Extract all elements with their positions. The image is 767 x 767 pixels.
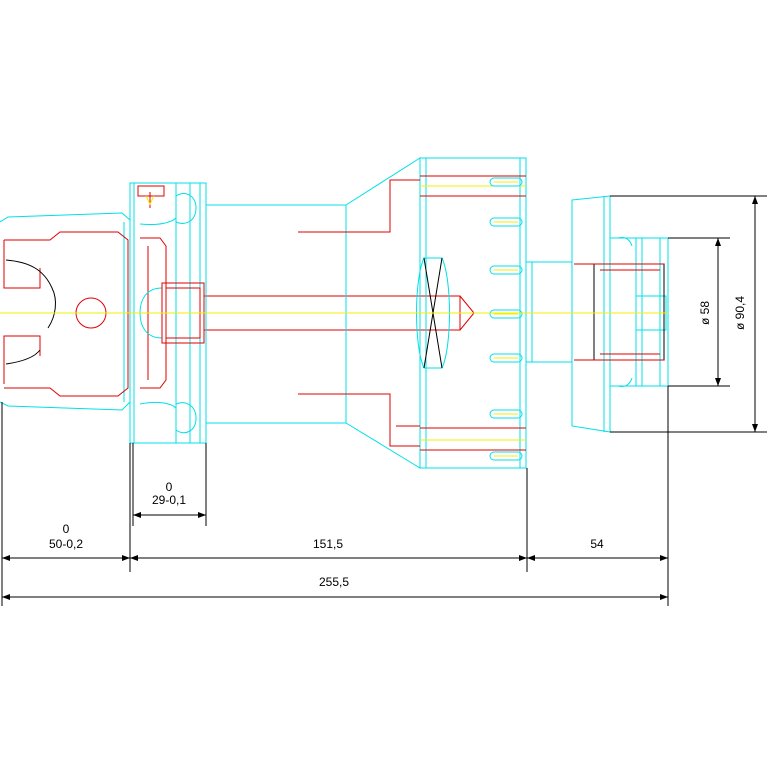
tol-flange-upper: 0 (166, 480, 173, 494)
length-total: 255,5 (319, 575, 349, 589)
nose-piece (525, 195, 669, 433)
diameter-inner: ø 58 (698, 301, 712, 325)
length-nose: 54 (590, 537, 604, 551)
dimension-diameter-inner: ø 58 (668, 237, 730, 387)
diameter-outer: ø 90,4 (733, 296, 747, 330)
length-body: 151,5 (313, 537, 343, 551)
taper-shank (0, 212, 167, 411)
dimension-row-segments: 0 50-0,2 151,5 54 (1, 386, 669, 606)
tol-left-upper: 0 (63, 522, 70, 536)
dimension-flange: 0 29-0,1 (132, 443, 207, 526)
groove-marks (489, 177, 523, 461)
tol-left-lower: 50-0,2 (49, 537, 83, 551)
dimension-total: 255,5 (2, 575, 668, 600)
tol-flange-lower: 29-0,1 (152, 493, 186, 507)
dimension-diameter-outer: ø 90,4 (610, 195, 767, 433)
